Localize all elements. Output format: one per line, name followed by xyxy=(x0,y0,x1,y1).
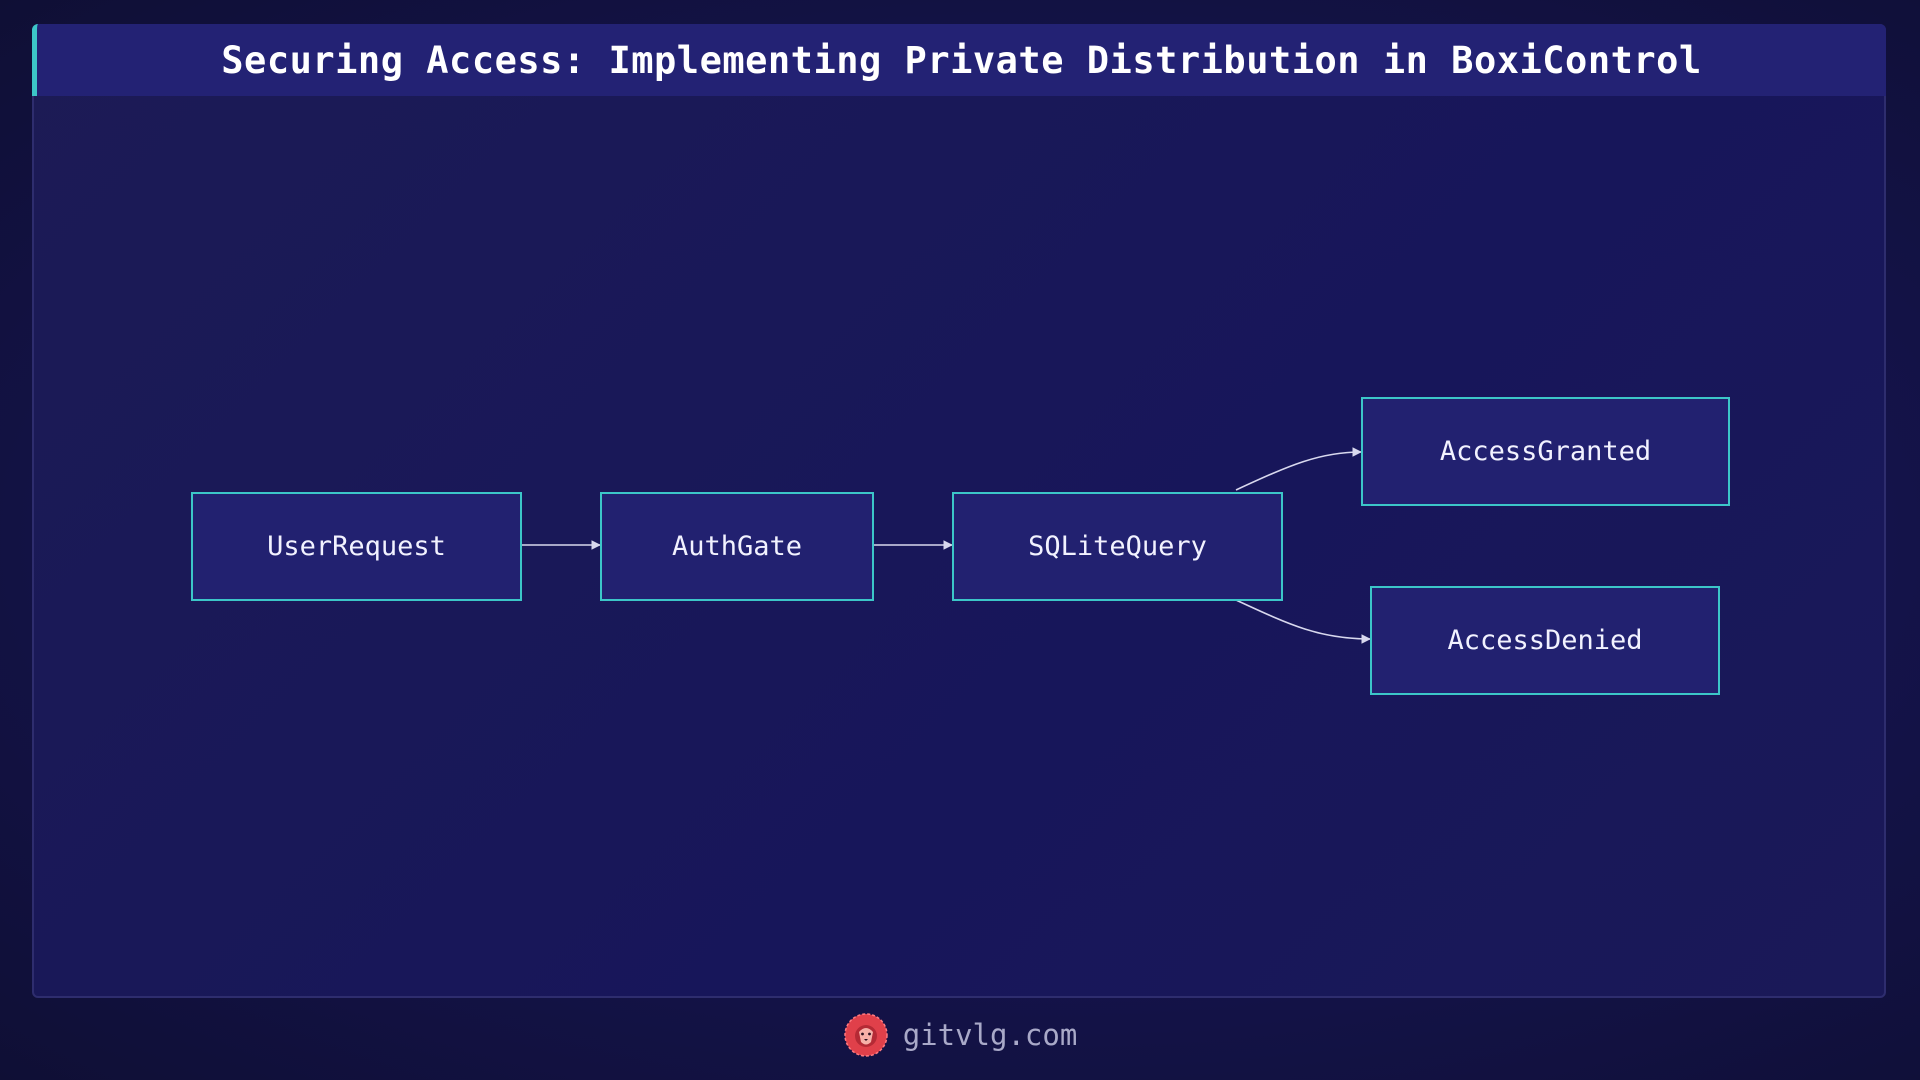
node-access-granted: AccessGranted xyxy=(1361,397,1730,506)
node-label: AuthGate xyxy=(671,531,803,562)
node-access-denied: AccessDenied xyxy=(1370,586,1720,695)
site-url[interactable]: gitvlg.com xyxy=(902,1018,1078,1052)
page-title: Securing Access: Implementing Private Di… xyxy=(221,38,1702,82)
node-label: AccessGranted xyxy=(1439,436,1652,467)
lion-head-icon xyxy=(843,1013,888,1057)
title-bar: Securing Access: Implementing Private Di… xyxy=(32,24,1886,96)
node-sqlite-query: SQLiteQuery xyxy=(952,492,1283,601)
node-label: UserRequest xyxy=(267,531,446,562)
edge-sqlitequery-accessdenied xyxy=(1235,599,1371,644)
node-user-request: UserRequest xyxy=(191,492,522,601)
node-auth-gate: AuthGate xyxy=(600,492,874,601)
footer: gitvlg.com xyxy=(0,1010,1920,1060)
edge-sqlitequery-accessgranted xyxy=(1235,447,1362,491)
node-label: SQLiteQuery xyxy=(1028,531,1207,562)
node-label: AccessDenied xyxy=(1447,625,1643,656)
